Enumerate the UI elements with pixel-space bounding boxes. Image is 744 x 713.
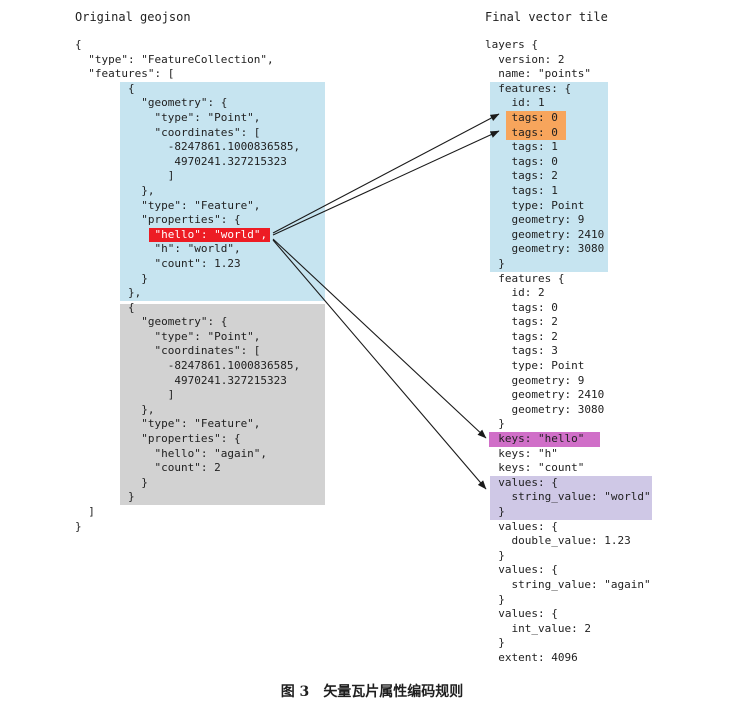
- code-line: "properties": {: [75, 213, 241, 227]
- code-line: values: {: [485, 475, 558, 489]
- code-line: ]: [75, 505, 95, 518]
- right-panel-title: Final vector tile: [485, 10, 608, 24]
- code-line: "coordinates": [: [75, 125, 261, 139]
- vector-tile-code-panel: layers { version: 2 name: "points" featu…: [485, 38, 735, 666]
- code-line: tags: 0: [485, 125, 735, 141]
- code-line: }: [485, 256, 505, 270]
- code-line: extent: 4096: [485, 650, 578, 664]
- code-line: }: [75, 271, 148, 285]
- code-line: ]: [75, 388, 175, 402]
- code-line: tags: 1: [485, 140, 558, 154]
- code-line: id: 2: [485, 286, 545, 300]
- code-line: "type": "Feature",: [75, 417, 261, 431]
- code-line: "features": [: [75, 67, 175, 81]
- highlight-keys-hello: keys: "hello": [489, 432, 601, 447]
- code-line: tags: 0: [485, 154, 558, 168]
- code-line: }: [485, 636, 505, 650]
- code-line: geometry: 9: [485, 213, 585, 227]
- vt-values-world-highlight: [490, 476, 652, 520]
- code-line: }: [485, 592, 505, 606]
- code-line: "type": "Feature",: [75, 198, 261, 212]
- code-line: "coordinates": [: [75, 344, 261, 358]
- code-line: }: [485, 505, 505, 518]
- code-line: type: Point: [485, 359, 585, 373]
- code-line: "hello": "again",: [75, 446, 268, 460]
- code-line: {: [75, 38, 82, 51]
- code-line: "hello": "world",: [75, 227, 415, 243]
- code-line: },: [75, 286, 142, 300]
- code-line: keys: "count": [485, 461, 585, 475]
- code-line: }: [75, 519, 82, 533]
- code-line: tags: 2: [485, 315, 558, 329]
- figure-caption: 图 3 矢量瓦片属性编码规则: [0, 681, 744, 701]
- code-line: "h": "world",: [75, 242, 241, 256]
- code-line: }: [75, 475, 148, 489]
- code-line: ]: [75, 169, 175, 183]
- code-line: }: [75, 490, 135, 504]
- code-line: "type": "FeatureCollection",: [75, 52, 274, 66]
- code-line: tags: 0: [485, 300, 558, 314]
- code-line: "type": "Point",: [75, 110, 261, 124]
- code-line: values: {: [485, 519, 558, 533]
- code-line: },: [75, 402, 155, 416]
- code-line: "geometry": {: [75, 96, 228, 110]
- code-line: type: Point: [485, 198, 585, 212]
- highlight-tag-0-a: tags: 0: [505, 110, 566, 126]
- code-line: double_value: 1.23: [485, 534, 631, 548]
- code-line: string_value: "again": [485, 577, 651, 591]
- code-line: tags: 2: [485, 329, 558, 343]
- left-panel-title: Original geojson: [75, 10, 191, 24]
- code-line: "properties": {: [75, 432, 241, 446]
- code-line: id: 1: [485, 96, 545, 110]
- code-line: {: [75, 81, 135, 95]
- code-line: geometry: 3080: [485, 402, 605, 416]
- code-line: features: {: [485, 81, 572, 95]
- code-line: values: {: [485, 607, 558, 621]
- code-line: tags: 1: [485, 183, 558, 197]
- code-line: geometry: 2410: [485, 227, 605, 241]
- code-line: geometry: 2410: [485, 388, 605, 402]
- code-line: name: "points": [485, 67, 591, 81]
- code-line: tags: 2: [485, 169, 558, 183]
- code-line: geometry: 3080: [485, 242, 605, 256]
- code-line: -8247861.1000836585,: [75, 140, 301, 154]
- code-line: tags: 0: [485, 110, 735, 126]
- highlight-tag-0-b: tags: 0: [505, 125, 566, 141]
- code-line: tags: 3: [485, 344, 558, 358]
- code-line: }: [485, 548, 505, 562]
- code-line: },: [75, 183, 155, 197]
- code-line: values: {: [485, 563, 558, 577]
- code-line: string_value: "world": [485, 490, 651, 504]
- geojson-code-panel: { "type": "FeatureCollection", "features…: [75, 38, 415, 534]
- code-line: {: [75, 300, 135, 314]
- code-line: "count": 2: [75, 461, 221, 475]
- code-line: version: 2: [485, 52, 565, 66]
- code-line: 4970241.327215323: [75, 154, 287, 168]
- code-line: "geometry": {: [75, 315, 228, 329]
- highlight-hello-world: "hello": "world",: [149, 227, 271, 243]
- code-line: "type": "Point",: [75, 329, 261, 343]
- code-line: "count": 1.23: [75, 256, 241, 270]
- code-line: keys: "hello": [485, 432, 735, 447]
- code-line: }: [485, 417, 505, 431]
- caption-text: 矢量瓦片属性编码规则: [323, 684, 464, 700]
- figure-label: 图 3: [280, 684, 310, 700]
- code-line: int_value: 2: [485, 621, 591, 635]
- code-line: -8247861.1000836585,: [75, 359, 301, 373]
- code-line: layers {: [485, 38, 538, 51]
- code-line: features {: [485, 271, 565, 285]
- code-line: 4970241.327215323: [75, 373, 287, 387]
- code-line: geometry: 9: [485, 373, 585, 387]
- code-line: keys: "h": [485, 446, 558, 460]
